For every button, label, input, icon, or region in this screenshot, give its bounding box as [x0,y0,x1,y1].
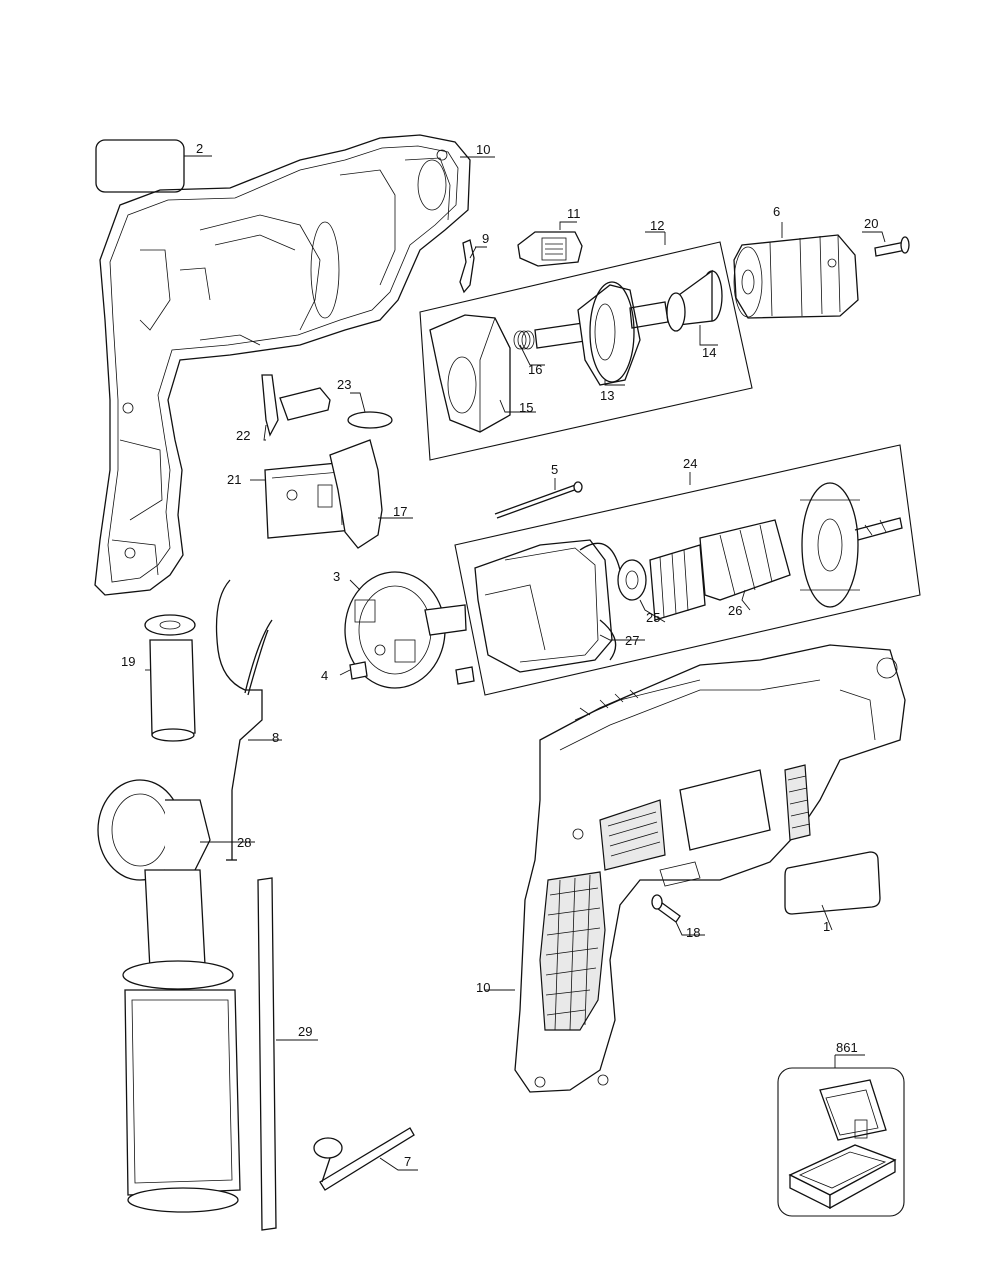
callout-27: 27 [625,633,639,648]
callout-10-bottom: 10 [476,980,490,995]
part-18-screw [651,894,681,923]
part-3-brush-holder [344,571,467,689]
part-21-17-switch [264,439,383,549]
callout-13: 13 [600,388,614,403]
callout-2: 2 [196,141,203,156]
callout-15: 15 [519,400,533,415]
callout-19: 19 [121,654,135,669]
label-plate-1 [784,851,881,915]
callout-7: 7 [404,1154,411,1169]
callout-14: 14 [702,345,716,360]
part-6-chuck [733,234,859,319]
callout-861: 861 [836,1040,858,1055]
callout-25: 25 [646,610,660,625]
leader-lines [145,155,886,1171]
callout-23: 23 [337,377,351,392]
part-4-carbon-brushes [349,661,475,685]
callout-6: 6 [773,204,780,219]
part-28-side-handle [97,779,241,1213]
part-8-cord [215,579,273,861]
callout-1: 1 [823,919,830,934]
gearbox-group-box-12 [419,241,753,461]
part-7-chuck-key [313,1127,415,1191]
callout-4: 4 [321,668,328,683]
part-861-carry-case [777,1067,905,1217]
part-11-switch-button [517,231,583,267]
callout-17: 17 [393,504,407,519]
callout-numbers: 2 10 9 11 12 6 20 16 13 14 15 23 22 21 1… [121,141,878,1169]
part-9-lever [459,239,475,294]
housing-half-left [94,134,471,596]
callout-29: 29 [298,1024,312,1039]
part-20-screw [874,236,910,257]
callout-26: 26 [728,603,742,618]
callout-10-top: 10 [476,142,490,157]
callout-20: 20 [864,216,878,231]
callout-16: 16 [528,362,542,377]
part-19-grip [144,614,196,742]
assembled-drill [514,644,906,1093]
callout-11: 11 [567,206,581,221]
callout-5: 5 [551,462,558,477]
callout-22: 22 [236,428,250,443]
part-5-rod [494,481,583,519]
part-22-23 [261,374,393,437]
label-plate-2 [95,139,185,193]
callout-18: 18 [686,925,700,940]
callout-28: 28 [237,835,251,850]
callout-3: 3 [333,569,340,584]
callout-9: 9 [482,231,489,246]
callout-21: 21 [227,472,241,487]
callout-12: 12 [650,218,664,233]
callout-8: 8 [272,730,279,745]
callout-24: 24 [683,456,697,471]
armature-group-box-24 [454,444,921,696]
part-29-depth-rod [257,877,277,1231]
